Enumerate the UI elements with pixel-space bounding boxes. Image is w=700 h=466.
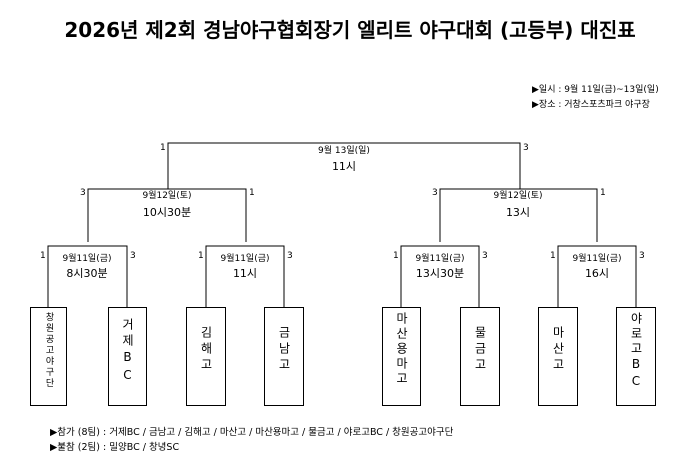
quarter-1-date: 9월11일(금): [62, 254, 112, 264]
team-name-2: 거제BC: [120, 318, 135, 386]
semi-1-time: 10시30분: [142, 206, 192, 219]
semi-right-bracket-line: [439, 188, 598, 242]
page-title: 2026년 제2회 경남야구협회장기 엘리트 야구대회 (고등부) 대진표: [64, 18, 636, 42]
final-bracket-line: [167, 142, 521, 189]
semi-2-right-score: 1: [600, 188, 606, 198]
quarter-4-left-score: 1: [550, 251, 556, 261]
quarter-2-right-score: 3: [287, 251, 293, 261]
quarter-3-time: 13시30분: [415, 267, 465, 280]
participants-list: ▶참가 (8팀) : 거제BC / 금남고 / 김해고 / 마산고 / 마산용마…: [50, 427, 454, 438]
team-name-3: 김해고: [199, 326, 213, 374]
quarter-3-date: 9월11일(금): [415, 254, 465, 264]
final-date: 9월 13일(일): [318, 146, 370, 156]
quarter-1-bracket-line: [47, 245, 128, 308]
team-box-5: 마산용마고: [382, 307, 421, 406]
team-name-6: 물금고: [473, 326, 487, 374]
quarter-1-left-score: 1: [40, 251, 46, 261]
final-left-score: 1: [160, 143, 166, 153]
team-box-3: 김해고: [186, 307, 226, 406]
semi-1-right-score: 1: [249, 188, 255, 198]
team-box-1: 창원공고야구단: [30, 307, 67, 406]
quarter-2-date: 9월11일(금): [220, 254, 270, 264]
team-box-7: 마산고: [538, 307, 578, 406]
quarter-1-time: 8시30분: [66, 267, 108, 280]
final-time: 11시: [331, 160, 357, 173]
quarter-4-date: 9월11일(금): [572, 254, 622, 264]
team-name-7: 마산고: [551, 326, 565, 374]
final-right-score: 3: [523, 143, 529, 153]
semi-left-bracket-line: [87, 188, 247, 242]
quarter-2-left-score: 1: [198, 251, 204, 261]
team-box-2: 거제BC: [108, 307, 147, 406]
team-box-8: 야로고BC: [616, 307, 656, 406]
venue-info: ▶장소 : 거창스포츠파크 야구장: [532, 100, 650, 110]
quarter-1-right-score: 3: [130, 251, 136, 261]
team-box-6: 물금고: [460, 307, 500, 406]
absent-list: ▶불참 (2팀) : 밀양BC / 창녕SC: [50, 442, 180, 453]
team-name-1: 창원공고야구단: [43, 312, 54, 389]
team-name-8: 야로고BC: [629, 312, 643, 391]
quarter-3-right-score: 3: [482, 251, 488, 261]
quarter-4-right-score: 3: [639, 251, 645, 261]
quarter-4-bracket-line: [557, 245, 637, 308]
quarter-4-time: 16시: [584, 267, 610, 280]
team-box-4: 금남고: [264, 307, 304, 406]
semi-2-date: 9월12일(토): [493, 191, 543, 201]
quarter-3-bracket-line: [400, 245, 480, 308]
quarter-3-left-score: 1: [393, 251, 399, 261]
semi-2-left-score: 3: [432, 188, 438, 198]
semi-2-time: 13시: [505, 206, 531, 219]
team-name-4: 금남고: [277, 326, 291, 374]
semi-1-date: 9월12일(토): [142, 191, 192, 201]
semi-1-left-score: 3: [80, 188, 86, 198]
quarter-2-bracket-line: [205, 245, 285, 308]
team-name-5: 마산용마고: [394, 312, 409, 387]
quarter-2-time: 11시: [232, 267, 258, 280]
schedule-date-info: ▶일시 : 9월 11일(금)~13일(일): [532, 85, 659, 95]
